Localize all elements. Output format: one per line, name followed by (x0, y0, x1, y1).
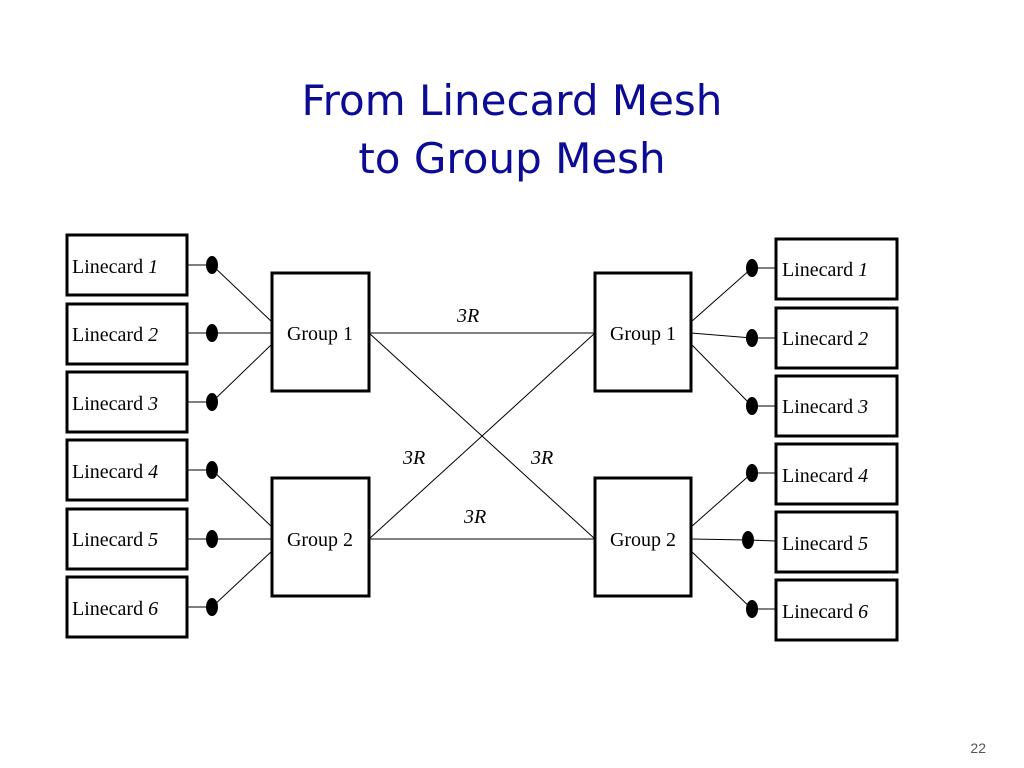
right-linecard-2: Linecard 2 (774, 306, 899, 370)
edge-left-lc3-group1 (211, 343, 273, 403)
port-dot (746, 464, 758, 482)
svg-text:Linecard 5: Linecard 5 (72, 529, 158, 551)
linecard-number: 6 (858, 601, 868, 623)
linecard-number: 5 (148, 529, 158, 551)
edge-right-group1-lc1 (690, 267, 753, 323)
link-label-group2-group2: 3R (463, 506, 486, 528)
right-linecard-1: Linecard 1 (774, 237, 899, 301)
svg-text:Linecard 1: Linecard 1 (72, 256, 158, 278)
group-label: Group 2 (610, 529, 676, 551)
edge-right-group2-lc6 (690, 550, 753, 610)
linecard-number: 3 (147, 393, 158, 415)
port-dot (206, 393, 218, 411)
left-linecards: Linecard 1 Linecard 2 Linecard 3 Linecar… (65, 233, 189, 639)
edge-right-group1-lc3 (690, 343, 753, 407)
group-label: Group 2 (287, 529, 353, 551)
svg-text:Linecard 4: Linecard 4 (72, 461, 158, 483)
linecard-number: 4 (858, 465, 868, 487)
left-linecard-2: Linecard 2 (65, 302, 189, 366)
port-dot (206, 598, 218, 616)
connections (211, 264, 777, 610)
edge-right-group2-lc4 (690, 472, 753, 528)
left-linecard-6: Linecard 6 (65, 575, 189, 639)
left-linecard-5: Linecard 5 (65, 507, 189, 571)
linecard-label: Linecard (782, 396, 853, 418)
link-label-group2-group1: 3R (402, 447, 425, 469)
right-linecard-4: Linecard 4 (774, 442, 899, 506)
edge-left-lc1-group1 (211, 264, 273, 323)
title-line-1: From Linecard Mesh (301, 76, 723, 125)
svg-text:Linecard 2: Linecard 2 (782, 328, 868, 350)
port-dot (746, 397, 758, 415)
svg-text:Linecard 4: Linecard 4 (782, 465, 868, 487)
right-linecard-6: Linecard 6 (774, 578, 899, 642)
linecard-number: 2 (858, 328, 868, 350)
left-group-1: Group 1 (270, 271, 371, 393)
right-linecard-5: Linecard 5 (774, 510, 899, 574)
port-dot (206, 461, 218, 479)
port-dot (746, 600, 758, 618)
group-label: Group 1 (287, 323, 353, 345)
left-ports (187, 256, 218, 616)
edge-right-group2-lc5 (690, 538, 749, 541)
link-label-group1-group2: 3R (530, 447, 553, 469)
linecard-label: Linecard (782, 533, 853, 555)
right-linecard-3: Linecard 3 (774, 374, 899, 438)
edge-right-group1-lc2 (690, 332, 753, 339)
right-ports (742, 259, 758, 618)
link-label-group1-group1: 3R (456, 305, 479, 327)
group-label: Group 1 (610, 323, 676, 345)
svg-text:Linecard 3: Linecard 3 (782, 396, 868, 418)
linecard-label: Linecard (782, 601, 853, 623)
linecard-label: Linecard (782, 465, 853, 487)
linecard-label: Linecard (72, 529, 143, 551)
linecard-label: Linecard (72, 598, 143, 620)
linecard-label: Linecard (72, 393, 143, 415)
svg-text:Linecard 1: Linecard 1 (782, 259, 868, 281)
linecard-label: Linecard (782, 328, 853, 350)
linecard-label: Linecard (72, 256, 143, 278)
port-dot (206, 324, 218, 342)
left-group-2: Group 2 (270, 476, 371, 598)
linecard-number: 3 (857, 396, 868, 418)
left-linecard-3: Linecard 3 (65, 370, 189, 434)
linecard-label: Linecard (782, 259, 853, 281)
right-group-1: Group 1 (593, 271, 693, 393)
linecard-label: Linecard (72, 324, 143, 346)
port-dot (746, 259, 758, 277)
linecard-number: 2 (148, 324, 158, 346)
link-labels: 3R 3R 3R 3R (402, 305, 553, 528)
svg-text:Linecard 3: Linecard 3 (72, 393, 158, 415)
port-dot (746, 329, 758, 347)
linecard-number: 1 (148, 256, 158, 278)
edge-left-lc6-group2 (211, 550, 273, 608)
svg-text:Linecard 6: Linecard 6 (72, 598, 158, 620)
linecard-number: 1 (858, 259, 868, 281)
left-linecard-4: Linecard 4 (65, 438, 189, 502)
right-linecards: Linecard 1 Linecard 2 Linecard 3 Linecar… (774, 237, 899, 642)
linecard-number: 5 (858, 533, 868, 555)
svg-text:Linecard 5: Linecard 5 (782, 533, 868, 555)
port-dot (206, 530, 218, 548)
page-number: 22 (970, 740, 986, 756)
edge-left-lc4-group2 (211, 469, 273, 528)
svg-text:Linecard 2: Linecard 2 (72, 324, 158, 346)
right-group-2: Group 2 (593, 476, 693, 598)
port-dot (742, 531, 754, 549)
svg-text:Linecard 6: Linecard 6 (782, 601, 868, 623)
linecard-label: Linecard (72, 461, 143, 483)
edge-group2-group1 (368, 332, 596, 540)
linecard-number: 4 (148, 461, 158, 483)
title-line-2: to Group Mesh (358, 134, 666, 183)
slide-title: From Linecard Mesh to Group Mesh (0, 72, 1024, 188)
port-dot (206, 256, 218, 274)
linecard-number: 6 (148, 598, 158, 620)
left-linecard-1: Linecard 1 (65, 233, 189, 297)
